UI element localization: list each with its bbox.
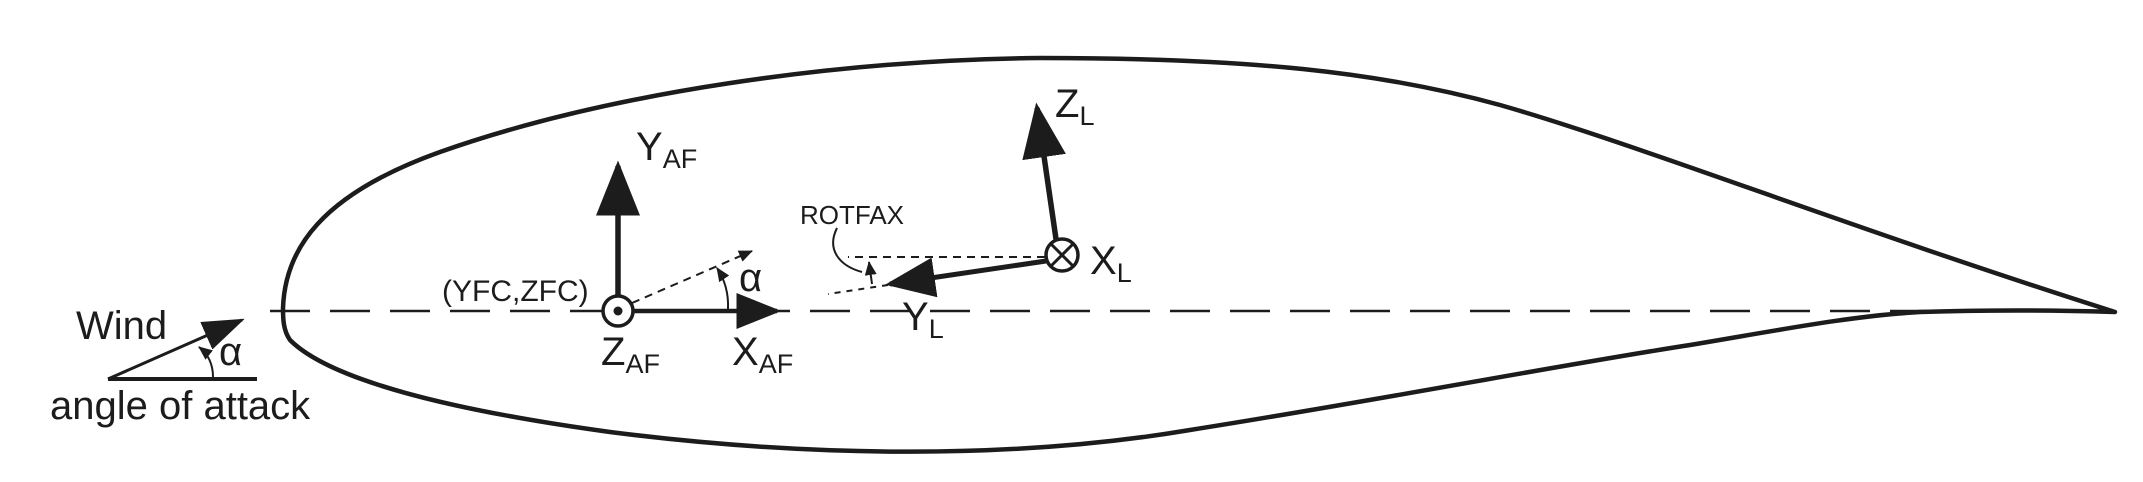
- alpha-arc-center: [716, 267, 730, 310]
- angle-of-attack-label: angle of attack: [50, 384, 311, 428]
- airfoil-outline: [280, 55, 2118, 454]
- rotfax-angle-arrow: [864, 261, 877, 285]
- wind-arrow: [107, 318, 245, 381]
- airfoil-origin-dot-icon: [613, 306, 623, 316]
- alpha-center-label: α: [739, 256, 762, 300]
- z-l-label: ZL: [1055, 82, 1094, 131]
- rotfax-yl-extension-dashed-line: [827, 284, 889, 295]
- rotfax-leader-line: [832, 227, 863, 273]
- wind-label: Wind: [76, 304, 167, 348]
- z-af-label: ZAF: [601, 330, 660, 379]
- y-l-axis-arrow: [885, 257, 1047, 298]
- y-af-label: YAF: [636, 125, 697, 174]
- y-l-label: YL: [902, 295, 944, 344]
- rotfax-label: ROTFAX: [800, 200, 904, 230]
- alpha-wind-label: α: [219, 330, 242, 374]
- x-af-label: XAF: [732, 330, 793, 379]
- alpha-arc-wind: [198, 346, 214, 378]
- origin-coords-label: (YFC,ZFC): [442, 275, 589, 308]
- z-l-axis-arrow: [1022, 102, 1066, 240]
- x-l-label: XL: [1090, 239, 1132, 288]
- local-origin-cross-icon-2: [1049, 242, 1075, 268]
- alpha-direction-dashed-arrow: [631, 250, 753, 304]
